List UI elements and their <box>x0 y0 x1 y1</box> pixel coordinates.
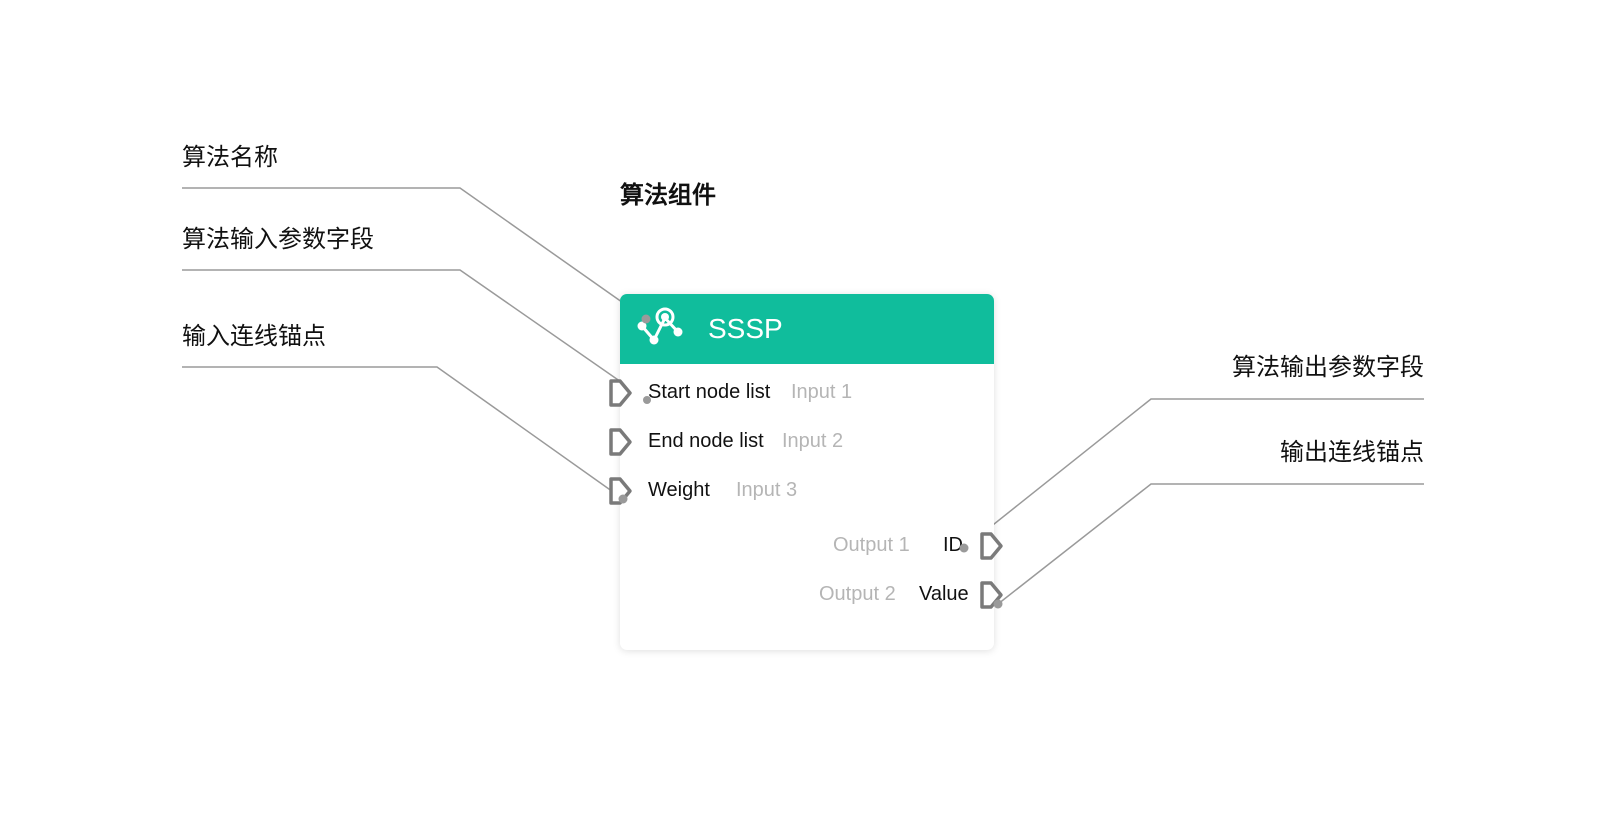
algorithm-name: SSSP <box>708 313 783 344</box>
diagram-title: 算法组件 <box>620 181 716 209</box>
output-field-hint: Output 2 <box>819 583 896 605</box>
output-field-label: ID <box>943 534 963 556</box>
leader-line-algo-name <box>182 187 647 320</box>
callout-input-anchor: 输入连线锚点 <box>182 322 326 350</box>
callout-output-field: 算法输出参数字段 <box>1232 353 1424 381</box>
output-anchor-2[interactable] <box>979 580 1005 610</box>
input-anchor-1[interactable] <box>608 378 634 408</box>
output-anchor-1[interactable] <box>979 531 1005 561</box>
anchor-icon <box>609 428 632 456</box>
anchor-icon <box>609 477 632 505</box>
anchor-icon <box>980 532 1003 560</box>
callout-output-anchor: 输出连线锚点 <box>1280 438 1424 466</box>
anchor-icon <box>609 379 632 407</box>
output-field-label: Value <box>919 583 969 605</box>
input-field-label: Weight <box>648 479 710 501</box>
graph-path-icon <box>637 307 683 345</box>
input-anchor-2[interactable] <box>608 427 634 457</box>
component-header: SSSP <box>620 294 994 364</box>
algorithm-component-card[interactable]: SSSP Start node list Input 1 End node li… <box>609 294 1003 650</box>
leader-line-output-anchor <box>997 483 1424 605</box>
callout-algo-name: 算法名称 <box>182 143 278 171</box>
callout-input-field: 算法输入参数字段 <box>182 225 374 253</box>
input-field-label: End node list <box>648 430 764 452</box>
leader-line-input-anchor <box>182 366 624 500</box>
input-field-label: Start node list <box>648 381 771 403</box>
input-field-hint: Input 1 <box>791 381 853 403</box>
leader-line-output-field <box>963 398 1424 549</box>
anchor-icon <box>980 581 1003 609</box>
input-anchor-3[interactable] <box>608 476 634 506</box>
input-field-hint: Input 2 <box>782 430 844 452</box>
input-field-hint: Input 3 <box>736 479 798 501</box>
output-field-hint: Output 1 <box>833 534 910 556</box>
